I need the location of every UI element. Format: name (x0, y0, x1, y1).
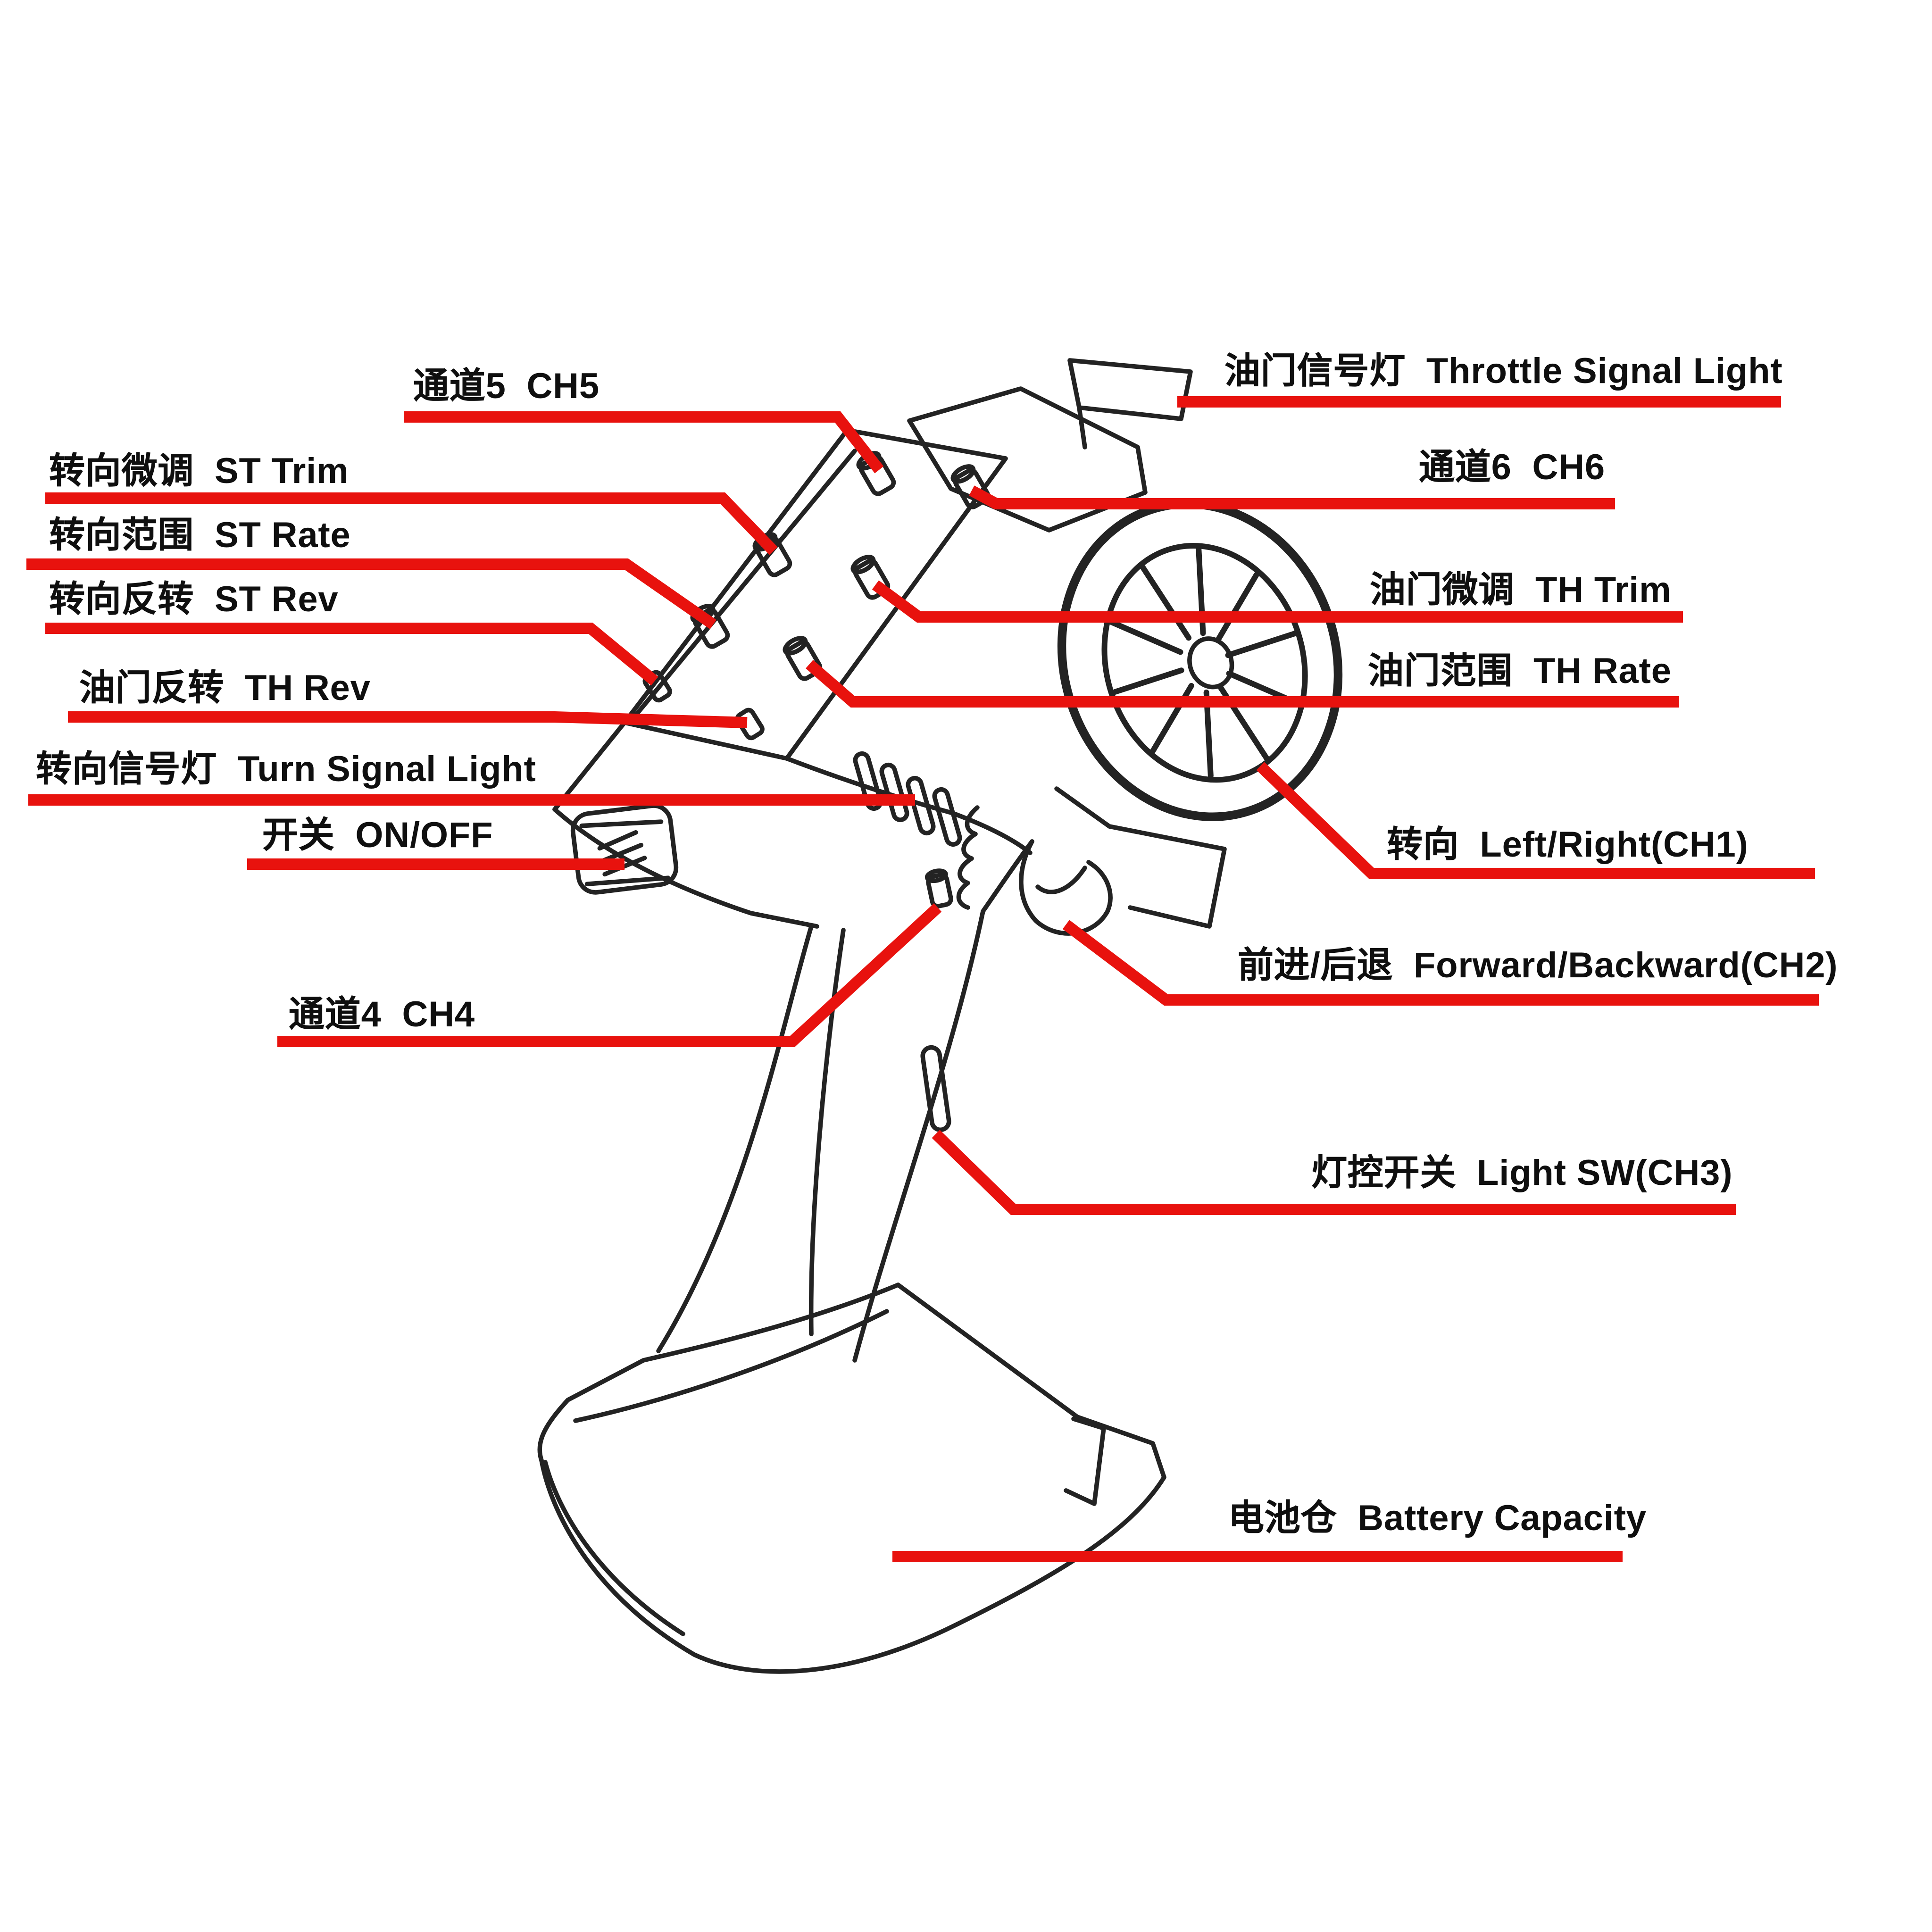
transmitter-sketch (537, 358, 1343, 1674)
trigger (981, 839, 1113, 936)
label-st-rate: 转向范围 ST Rate (49, 517, 351, 557)
knob-ch6 (950, 464, 991, 509)
label-ch5: 通道5 CH5 (413, 368, 600, 408)
label-st-rev: 转向反转 ST Rev (49, 581, 339, 621)
leader-ch2 (1062, 920, 1819, 1006)
leader-st-rate (26, 558, 716, 629)
throttle-signal-light-part (1067, 358, 1193, 450)
leader-ch4 (277, 903, 942, 1047)
leader-ch1 (1256, 762, 1815, 879)
label-ch2: 前进/后退 Forward/Backward(CH2) (1238, 947, 1838, 987)
label-th-trim: 油门微调 TH Trim (1370, 572, 1672, 611)
leader-lines (26, 396, 1819, 1562)
label-ch6: 通道6 CH6 (1419, 449, 1605, 489)
rear-hump (907, 386, 1148, 533)
knob-th-rate (783, 636, 823, 681)
leader-ch5 (404, 411, 884, 474)
label-ch4: 通道4 CH4 (289, 996, 475, 1036)
leader-th-rate (806, 659, 1679, 708)
leader-st-rev (45, 623, 658, 686)
on-off-switch (570, 803, 679, 895)
switch-th-rev (735, 708, 765, 741)
label-turn-signal-light: 转向信号灯 Turn Signal Light (36, 751, 536, 791)
leader-st-trim (45, 492, 778, 555)
grip (656, 909, 985, 1363)
label-th-rev: 油门反转 TH Rev (79, 670, 371, 709)
label-th-rate: 油门范围 TH Rate (1368, 653, 1672, 692)
vent-slots (853, 751, 962, 847)
light-sw-slot (920, 1045, 951, 1133)
label-battery: 电池仓 Battery Capacity (1228, 1500, 1647, 1540)
leader-th-trim (872, 580, 1683, 623)
battery-base (537, 1282, 1166, 1674)
leader-th-rev (68, 711, 748, 728)
label-on-off: 开关 ON/OFF (262, 817, 493, 857)
wheel-bracket (956, 786, 1227, 929)
label-ch1: 转向 Left/Right(CH1) (1387, 826, 1749, 866)
label-throttle-signal-light: 油门信号灯 Throttle Signal Light (1224, 353, 1783, 392)
label-st-trim: 转向微调 ST Trim (49, 453, 349, 492)
steering-wheel (1057, 500, 1343, 821)
knob-ch4 (924, 868, 953, 909)
label-light-sw: 灯控开关 Light SW(CH3) (1311, 1155, 1733, 1194)
leader-ch6 (969, 485, 1615, 509)
leader-light-sw (932, 1130, 1736, 1215)
